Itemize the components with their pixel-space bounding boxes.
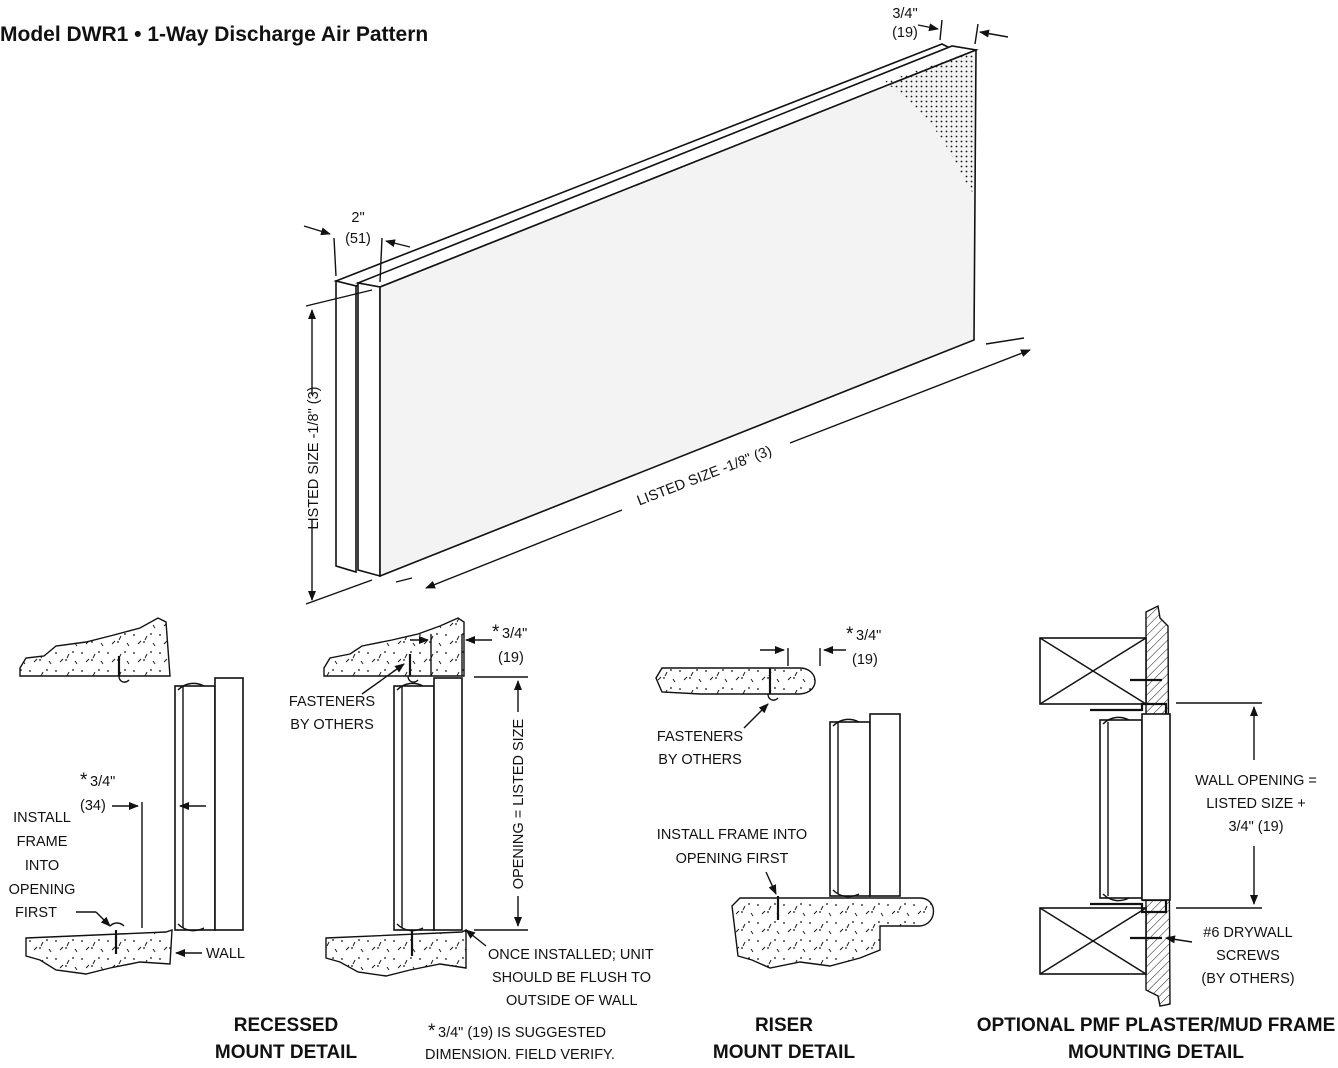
- recessed-fasteners-line2: BY OTHERS: [290, 717, 374, 733]
- isometric-grille: [333, 43, 979, 578]
- wall-opening-line1: WALL OPENING =: [1195, 773, 1317, 789]
- riser-section: * 3/4" (19) FASTENERS BY OTHERS INSTALL …: [655, 624, 935, 969]
- flush-note-line3: OUTSIDE OF WALL: [506, 993, 638, 1009]
- riser-caption-line2: MOUNT DETAIL: [713, 1042, 856, 1063]
- iso-height-label: LISTED SIZE -1/8" (3): [306, 387, 322, 530]
- wall-label: WALL: [206, 946, 245, 962]
- drywall-screws-line3: (BY OTHERS): [1201, 971, 1294, 987]
- recessed-right-section: * 3/4" (19) FASTENERS BY OTHERS OPENING …: [289, 617, 654, 1009]
- wall-opening-line3: 3/4" (19): [1228, 819, 1283, 835]
- riser-caption-line1: RISER: [755, 1015, 813, 1036]
- riser-dim-in: 3/4": [856, 628, 881, 644]
- iso-depth-dim-mm: (51): [345, 231, 371, 247]
- opening-listed-size-label: OPENING = LISTED SIZE: [511, 718, 527, 889]
- riser-dim-mm: (19): [852, 652, 878, 668]
- iso-height-dimension: LISTED SIZE -1/8" (3): [305, 289, 373, 605]
- footnote-line1: 3/4" (19) IS SUGGESTED: [438, 1025, 606, 1041]
- drywall-screws-line2: SCREWS: [1216, 948, 1280, 964]
- riser-fasteners-line1: FASTENERS: [657, 729, 743, 745]
- iso-depth-dimension: 2" (51): [303, 210, 411, 283]
- riser-install-line1: INSTALL FRAME INTO: [657, 827, 807, 843]
- recessed-left-section: * 3/4" (34) INSTALL FRAME INTO OPENING F…: [9, 617, 245, 975]
- svg-text:INTO: INTO: [25, 858, 59, 874]
- recessed-left-star: *: [80, 770, 88, 791]
- riser-fasteners-line2: BY OTHERS: [658, 752, 742, 768]
- pmf-caption-line2: MOUNTING DETAIL: [1068, 1042, 1244, 1063]
- recessed-caption-line1: RECESSED: [234, 1015, 339, 1036]
- recessed-caption-line2: MOUNT DETAIL: [215, 1042, 358, 1063]
- iso-top-dim-mm: (19): [892, 25, 918, 41]
- recessed-right-dim-in: 3/4": [502, 626, 527, 642]
- flush-note-line1: ONCE INSTALLED; UNIT: [488, 947, 654, 963]
- wall-opening-line2: LISTED SIZE +: [1206, 796, 1306, 812]
- svg-text:FRAME: FRAME: [17, 834, 68, 850]
- recessed-right-dim-mm: (19): [498, 650, 524, 666]
- riser-install-line2: OPENING FIRST: [676, 851, 789, 867]
- recessed-right-star: *: [492, 622, 500, 643]
- recessed-install-note: INSTALL FRAME INTO OPENING FIRST: [9, 810, 76, 921]
- iso-top-dim-in: 3/4": [892, 6, 917, 22]
- drawing-title: Model DWR1 • 1-Way Discharge Air Pattern: [0, 23, 428, 46]
- svg-text:FIRST: FIRST: [15, 905, 57, 921]
- footnote-line2: DIMENSION. FIELD VERIFY.: [425, 1047, 615, 1063]
- pmf-section: WALL OPENING = LISTED SIZE + 3/4" (19) #…: [1039, 604, 1317, 1007]
- iso-depth-dim-in: 2": [351, 210, 364, 226]
- footnote-star: *: [428, 1021, 436, 1042]
- flush-note-line2: SHOULD BE FLUSH TO: [492, 970, 651, 986]
- drywall-screws-line1: #6 DRYWALL: [1203, 925, 1292, 941]
- pmf-caption-line1: OPTIONAL PMF PLASTER/MUD FRAME: [977, 1015, 1336, 1036]
- recessed-left-dim-in: 3/4": [90, 774, 115, 790]
- svg-text:OPENING: OPENING: [9, 882, 76, 898]
- iso-top-dimension: 3/4" (19): [892, 6, 1009, 45]
- recessed-fasteners-line1: FASTENERS: [289, 694, 375, 710]
- svg-text:INSTALL: INSTALL: [13, 810, 71, 826]
- recessed-left-dim-mm: (34): [80, 798, 106, 814]
- riser-star: *: [846, 624, 854, 645]
